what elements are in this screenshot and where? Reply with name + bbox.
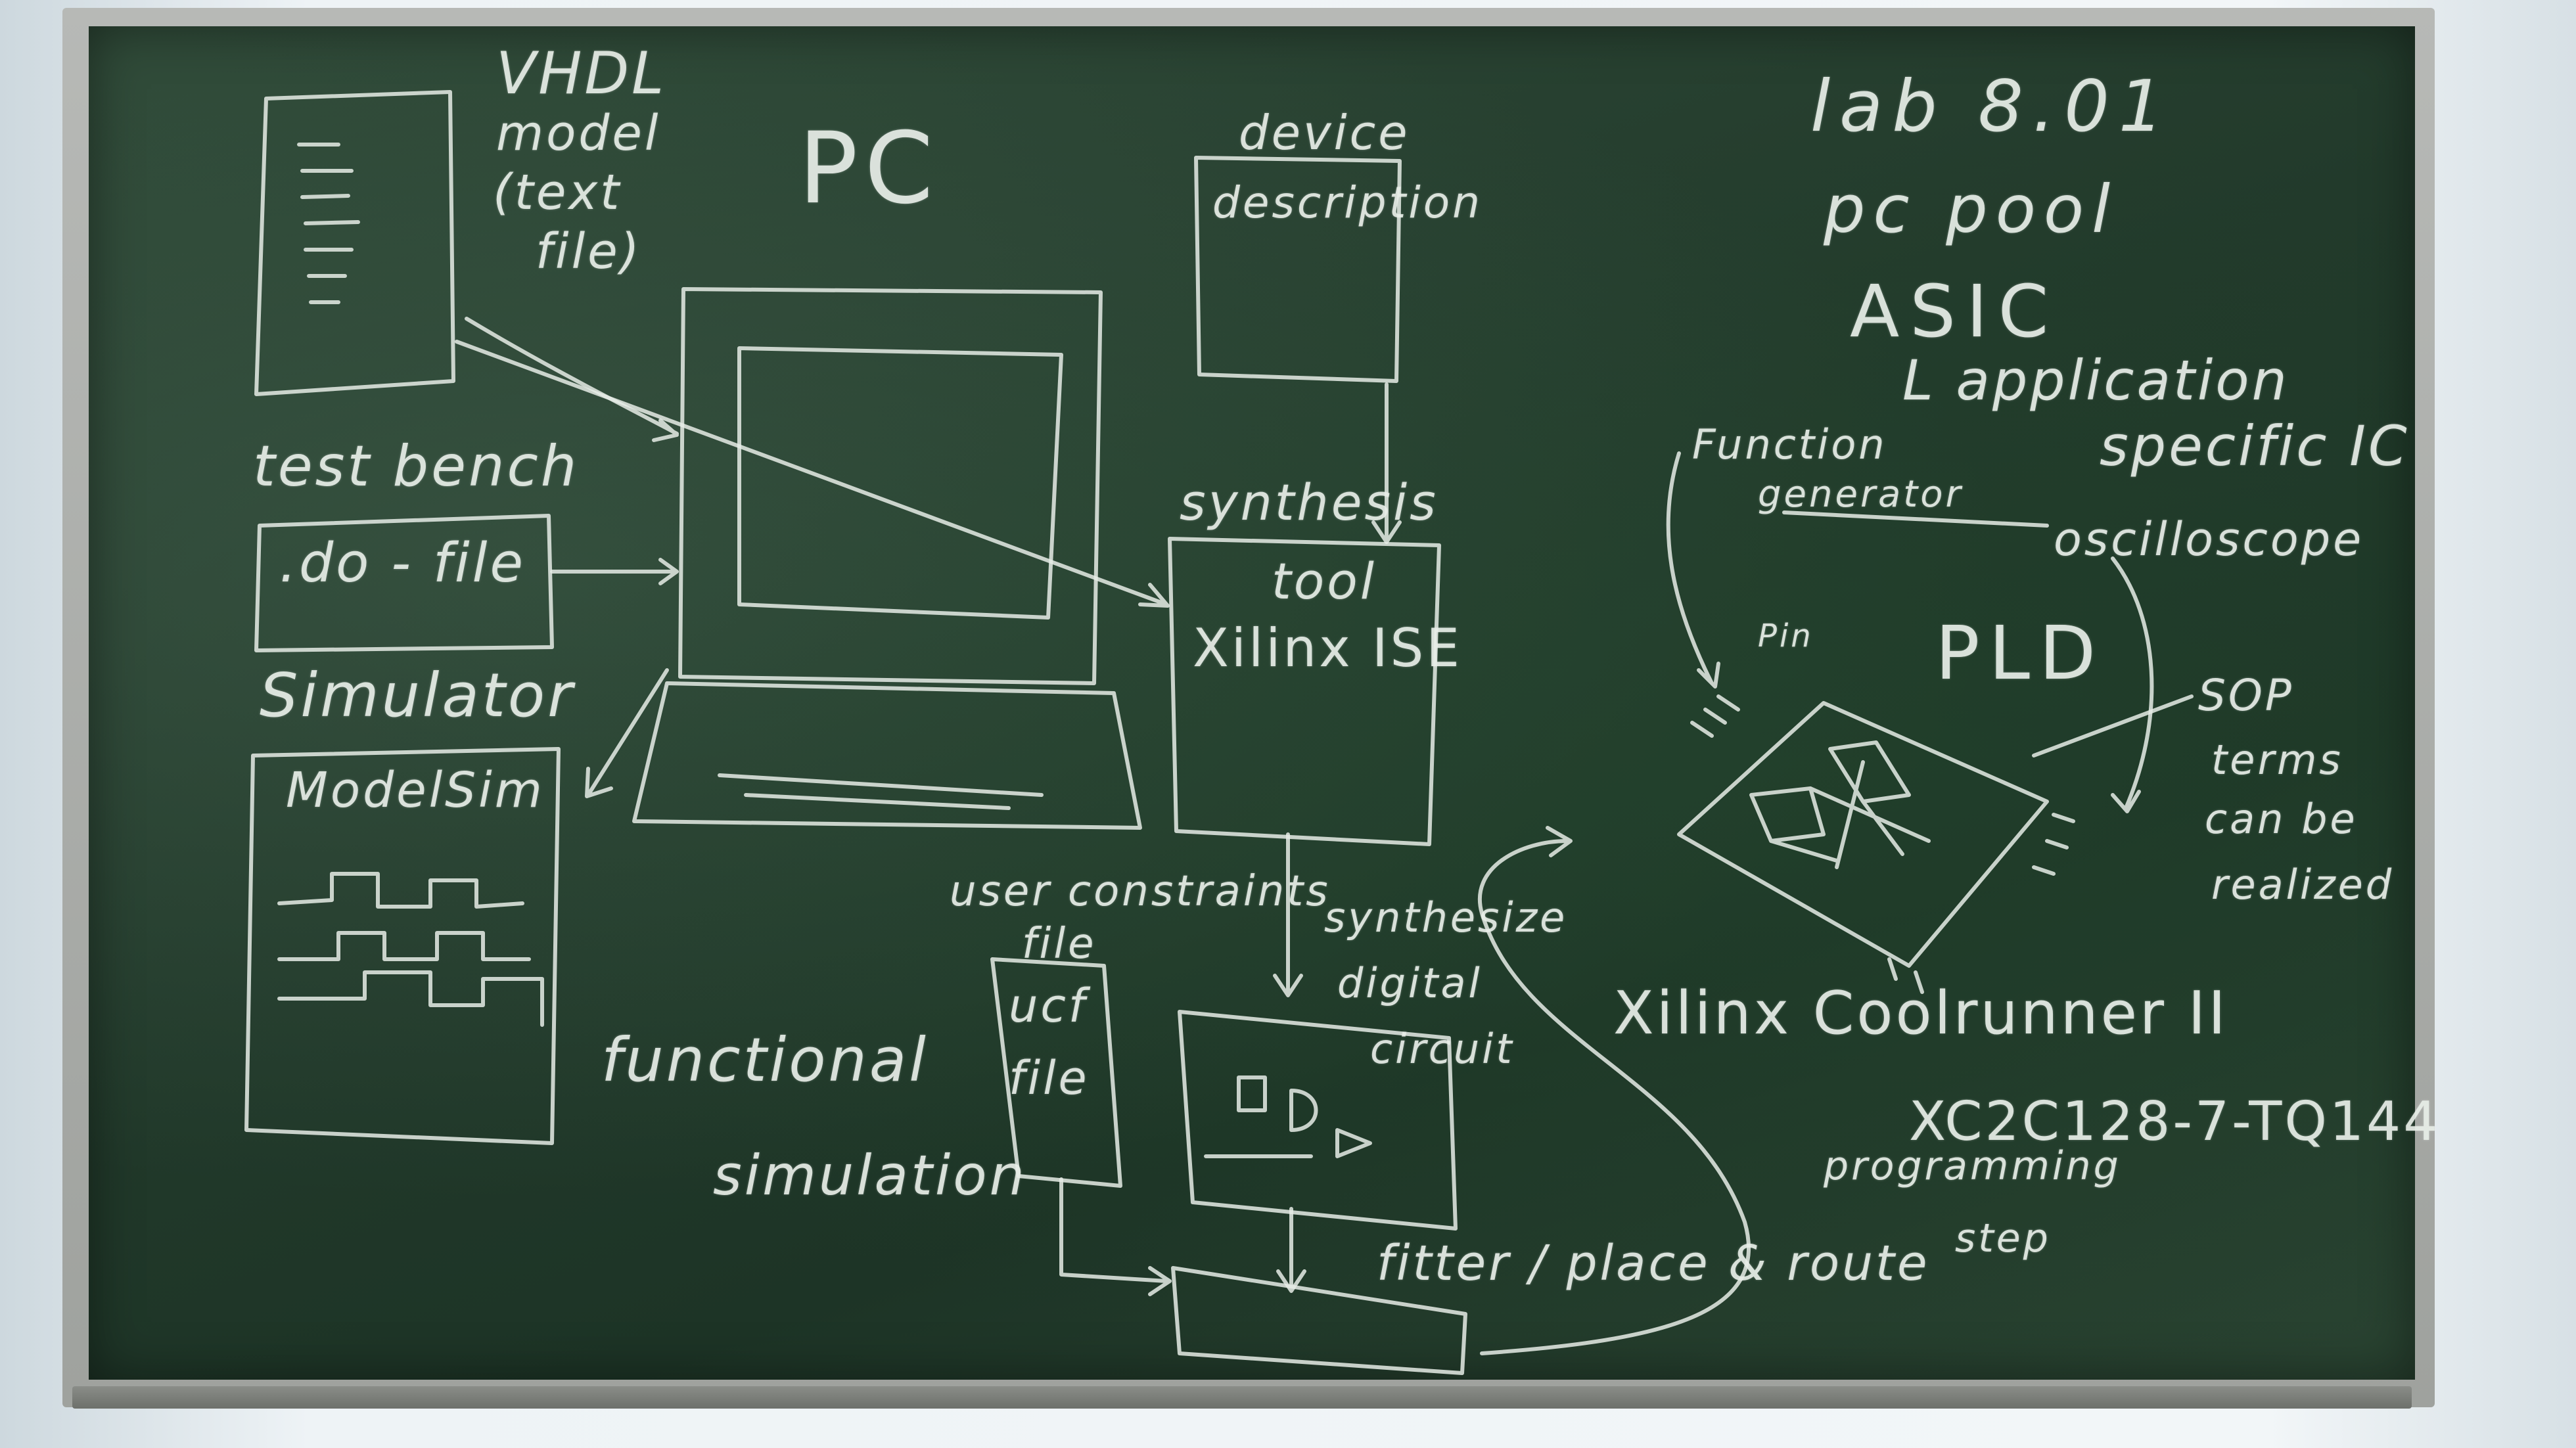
sop-label-1: SOP <box>2198 670 2294 721</box>
pld-label: PLD <box>1935 611 2105 696</box>
ucf-box-label-2: file <box>1009 1051 1090 1105</box>
oscilloscope-label: oscilloscope <box>2054 512 2364 566</box>
pin-label: Pin <box>1758 618 1814 654</box>
specific-ic-label: specific IC <box>2100 414 2410 478</box>
vhdl-model-label: model <box>496 105 661 162</box>
testbench-label: test bench <box>253 434 580 499</box>
lab-label: lab 8.01 <box>1810 66 2173 148</box>
pcpool-label: pc pool <box>1824 171 2118 248</box>
synthesis-label: synthesis <box>1180 473 1438 532</box>
sop-label-3: can be <box>2205 795 2358 843</box>
vhdl-title: VHDL <box>496 39 667 107</box>
part-number-label: XC2C128-7-TQ144 <box>1909 1091 2441 1153</box>
ucf-title-1: user constraints <box>950 867 1331 916</box>
synthesize-label-3: circuit <box>1370 1025 1515 1073</box>
synthesize-label-2: digital <box>1337 959 1483 1007</box>
programming-label-2: step <box>1955 1215 2051 1261</box>
function-label: Function <box>1692 420 1887 468</box>
ucf-title-2: file <box>1022 920 1097 968</box>
chalkboard: VHDL model (text file) PC test bench .do… <box>89 26 2437 1380</box>
chalk-drawings <box>244 90 2194 1375</box>
programming-label-1: programming <box>1824 1143 2121 1189</box>
asic-label: ASIC <box>1850 269 2059 353</box>
synthesize-label-1: synthesize <box>1324 894 1568 941</box>
sop-label-2: terms <box>2211 736 2343 784</box>
dofile-label: .do - file <box>279 532 526 595</box>
tool-label: tool <box>1272 552 1377 610</box>
simulation-label: simulation <box>713 1143 1027 1208</box>
pc-label: PC <box>798 112 940 226</box>
chalk-tray <box>72 1386 2412 1409</box>
simulator-label: Simulator <box>260 660 576 731</box>
device-label: device <box>1239 105 1410 160</box>
coolrunner-label: Xilinx Coolrunner II <box>1613 979 2228 1048</box>
description-label: description <box>1212 177 1483 228</box>
modelsim-label: ModelSim <box>286 762 545 819</box>
vhdl-textfile-label-1: (text <box>493 164 622 221</box>
fitter-label: fitter / place & route <box>1377 1235 1930 1292</box>
application-label: L application <box>1902 348 2289 413</box>
ucf-box-label-1: ucf <box>1009 979 1088 1033</box>
xilinx-ise-label: Xilinx ISE <box>1193 618 1462 679</box>
sop-label-4: realized <box>2211 861 2395 909</box>
vhdl-textfile-label-2: file) <box>536 223 642 280</box>
functional-label: functional <box>601 1025 929 1095</box>
generator-label: generator <box>1758 473 1964 516</box>
